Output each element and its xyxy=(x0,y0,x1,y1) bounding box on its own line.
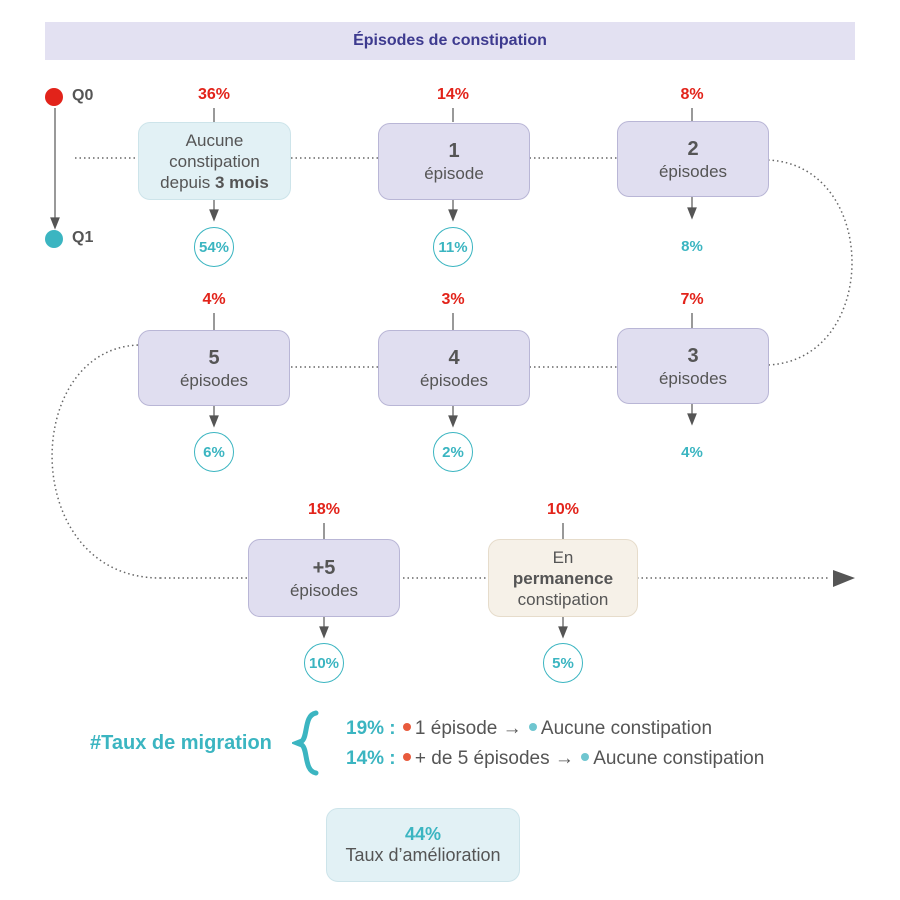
node-more-than-5-episodes: +5 épisodes xyxy=(248,539,400,617)
q0-value: 18% xyxy=(307,501,341,518)
q1-dot-icon xyxy=(581,753,590,762)
node-text: depuis xyxy=(160,172,215,192)
curve-right xyxy=(767,159,853,366)
node-text: Aucune xyxy=(185,130,244,150)
end-arrowhead xyxy=(833,570,855,587)
node-label: épisodes xyxy=(658,161,728,181)
brace-icon xyxy=(292,710,319,776)
q1-dot-icon xyxy=(528,723,537,732)
migration-from: 1 épisode xyxy=(414,718,498,739)
node-permanent-constipation: En permanence constipation xyxy=(488,539,638,617)
node-text: depuis 3 mois xyxy=(160,172,269,193)
node-4-episodes: 4 épisodes xyxy=(378,330,530,406)
migration-pct: 14% : xyxy=(346,748,396,769)
node-label: épisodes xyxy=(658,368,728,388)
q1-value: 5% xyxy=(543,643,583,683)
node-2-episodes: 2 épisodes xyxy=(617,121,769,197)
q0-value: 10% xyxy=(546,501,580,518)
q1-dot xyxy=(45,230,63,248)
q1-value: 4% xyxy=(672,432,712,472)
node-number: 1 xyxy=(448,140,460,162)
legend-q0: Q0 xyxy=(72,87,94,104)
q0-value: 14% xyxy=(436,86,470,103)
q0-value: 8% xyxy=(680,86,704,103)
node-number: +5 xyxy=(312,556,336,579)
node-3-episodes: 3 épisodes xyxy=(617,328,769,404)
node-number: 2 xyxy=(687,137,699,160)
node-text: En xyxy=(552,547,574,567)
legend-q1: Q1 xyxy=(72,229,94,246)
arrow-right-icon: → xyxy=(502,718,522,739)
chart-title: Épisodes de constipation xyxy=(45,22,855,60)
node-1-episode: 1 épisode xyxy=(378,123,530,200)
improvement-rate-box: 44% Taux d’amélioration xyxy=(326,808,520,882)
node-label: épisodes xyxy=(179,370,249,390)
q0-dot xyxy=(45,88,63,106)
node-label: épisodes xyxy=(289,580,359,600)
node-text: constipation xyxy=(517,589,609,609)
q1-value: 54% xyxy=(194,227,234,267)
migration-to: Aucune constipation xyxy=(593,748,765,769)
node-5-episodes: 5 épisodes xyxy=(138,330,290,406)
migration-from: + de 5 épisodes xyxy=(414,748,550,769)
migration-pct: 19% : xyxy=(346,718,396,739)
arrow-right-icon: → xyxy=(554,748,574,769)
node-text: constipation xyxy=(169,151,260,171)
q1-value: 8% xyxy=(672,226,712,266)
node-number: 5 xyxy=(208,346,220,369)
q0-value: 4% xyxy=(202,291,226,308)
improvement-value: 44% xyxy=(404,824,442,844)
migration-to: Aucune constipation xyxy=(540,718,713,739)
migration-label: #Taux de migration xyxy=(90,732,272,754)
migration-row: 14% : + de 5 épisodes → Aucune constipat… xyxy=(346,748,764,770)
node-no-constipation: Aucune constipation depuis 3 mois xyxy=(138,122,291,200)
node-number: 4 xyxy=(448,346,460,369)
q1-value: 11% xyxy=(433,227,473,267)
migration-row: 19% : 1 épisode → Aucune constipation xyxy=(346,718,712,740)
curve-left xyxy=(51,344,161,579)
node-label: épisodes xyxy=(419,370,489,390)
q1-value: 10% xyxy=(304,643,344,683)
q1-value: 6% xyxy=(194,432,234,472)
q0-dot-icon xyxy=(402,723,411,732)
q0-value: 36% xyxy=(197,86,231,103)
node-label: épisode xyxy=(424,164,484,183)
q0-value: 7% xyxy=(680,291,704,308)
improvement-label: Taux d’amélioration xyxy=(345,845,501,865)
q0-value: 3% xyxy=(441,291,465,308)
node-text-bold: 3 mois xyxy=(214,172,269,192)
q1-value: 2% xyxy=(433,432,473,472)
node-text-bold: permanence xyxy=(512,568,614,588)
node-number: 3 xyxy=(687,344,699,367)
q0-dot-icon xyxy=(402,753,411,762)
